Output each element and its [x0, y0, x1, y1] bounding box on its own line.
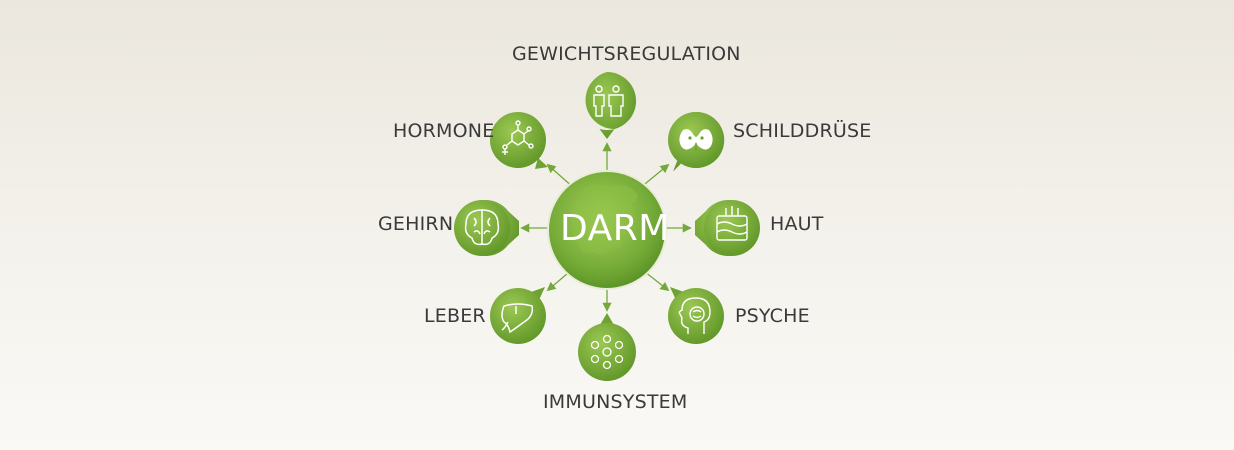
label-schilddruese: SCHILDDRÜSE	[733, 120, 872, 142]
thyroid-icon	[679, 129, 713, 151]
center-label: DARM	[560, 208, 670, 249]
bubble-haut	[695, 200, 760, 256]
label-gehirn: GEHIRN	[378, 213, 454, 235]
brain-icon	[464, 209, 500, 246]
label-psyche: PSYCHE	[735, 305, 810, 327]
skin-layers-icon	[716, 206, 748, 241]
molecule-icon	[502, 120, 534, 155]
people-weight-icon	[593, 85, 624, 117]
label-leber: LEBER	[424, 305, 486, 327]
head-brain-icon	[678, 297, 711, 334]
label-immunsystem: IMMUNSYSTEM	[543, 391, 688, 413]
intestine-icon	[571, 184, 638, 255]
label-gewichtsregulation: GEWICHTSREGULATION	[512, 43, 741, 65]
bubble-gewicht	[585, 71, 637, 139]
liver-icon	[501, 303, 534, 334]
bubble-leber	[490, 287, 546, 344]
center-bubble	[547, 170, 667, 290]
bubble-psyche	[668, 287, 724, 344]
bubble-hormone	[490, 112, 548, 169]
bubble-schild	[668, 111, 725, 172]
label-haut: HAUT	[770, 213, 824, 235]
immune-cells-icon	[590, 334, 624, 370]
label-hormone: HORMONE	[393, 120, 495, 142]
bubble-immun	[578, 313, 636, 381]
bubble-gehirn	[454, 200, 519, 256]
